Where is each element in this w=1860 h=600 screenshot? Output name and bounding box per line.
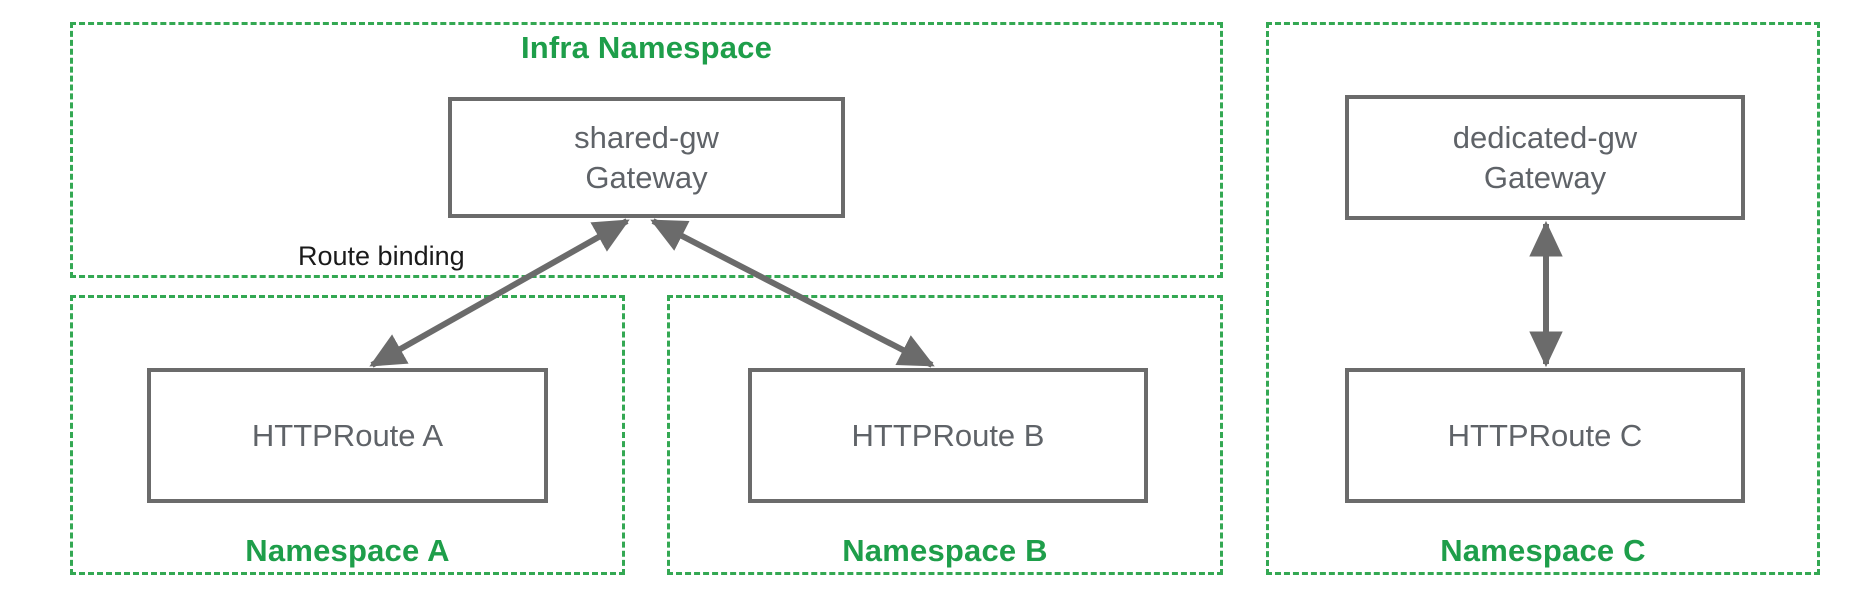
namespace-box-b	[667, 295, 1223, 575]
namespace-label-b: Namespace B	[842, 533, 1048, 568]
node-httproute-b-label: HTTPRoute B	[851, 417, 1045, 453]
node-shared-gw-gateway-label: shared-gw Gateway	[574, 120, 719, 195]
namespace-box-c	[1266, 22, 1820, 575]
node-dedicated-gw-gateway[interactable]: dedicated-gw Gateway	[1345, 95, 1745, 220]
namespace-box-a	[70, 295, 625, 575]
node-httproute-a-label: HTTPRoute A	[251, 417, 444, 453]
node-httproute-b[interactable]: HTTPRoute B	[748, 368, 1148, 503]
node-httproute-c[interactable]: HTTPRoute C	[1345, 368, 1745, 503]
node-shared-gw-gateway[interactable]: shared-gw Gateway	[448, 97, 845, 218]
edge-label-route-binding: Route binding	[293, 241, 470, 272]
namespace-label-c: Namespace C	[1440, 533, 1646, 568]
node-dedicated-gw-gateway-label: dedicated-gw Gateway	[1452, 120, 1638, 195]
node-httproute-a[interactable]: HTTPRoute A	[147, 368, 548, 503]
namespace-box-infra	[70, 22, 1223, 278]
node-httproute-c-label: HTTPRoute C	[1447, 417, 1643, 453]
namespace-label-a: Namespace A	[245, 533, 450, 568]
namespace-label-infra: Infra Namespace	[520, 30, 773, 65]
